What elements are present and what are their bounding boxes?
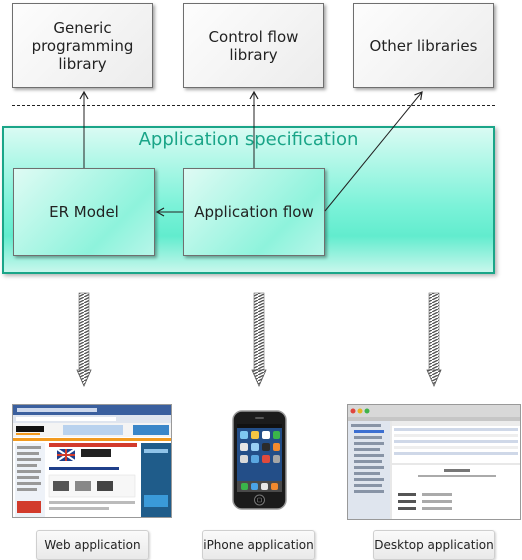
other-libraries-label: Other libraries: [369, 36, 478, 55]
app-flow-to-other-libraries-arrow: [324, 91, 423, 212]
generate-desktop-arrow: [426, 292, 442, 387]
generic-programming-library-box: Generic programming library: [12, 3, 153, 88]
control-flow-library-box: Control flow library: [183, 3, 324, 88]
web-screenshot-graphic: [13, 405, 171, 517]
iphone-graphic: [232, 410, 287, 510]
other-libraries-box: Other libraries: [353, 3, 494, 88]
desktop-application-screenshot: [347, 404, 521, 520]
generate-iphone-arrow: [251, 292, 267, 387]
application-specification-title: Application specification: [138, 129, 359, 150]
control-flow-library-label: Control flow library: [208, 27, 299, 64]
desktop-application-label: Desktop application: [373, 530, 495, 560]
iphone-picture: [232, 410, 287, 510]
generate-web-arrow: [76, 292, 92, 387]
web-application-screenshot: [12, 404, 172, 518]
web-application-label: Web application: [36, 530, 149, 560]
desktop-application-label-text: Desktop application: [374, 538, 494, 552]
application-flow-box: Application flow: [183, 168, 325, 256]
iphone-application-label: iPhone application: [202, 530, 315, 560]
web-application-label-text: Web application: [44, 538, 141, 552]
er-model-label: ER Model: [49, 203, 119, 221]
iphone-application-label-text: iPhone application: [203, 538, 314, 552]
generic-programming-library-label: Generic programming library: [31, 18, 134, 73]
application-flow-label: Application flow: [194, 203, 314, 221]
er-model-box: ER Model: [13, 168, 155, 256]
desktop-screenshot-graphic: [348, 405, 520, 519]
